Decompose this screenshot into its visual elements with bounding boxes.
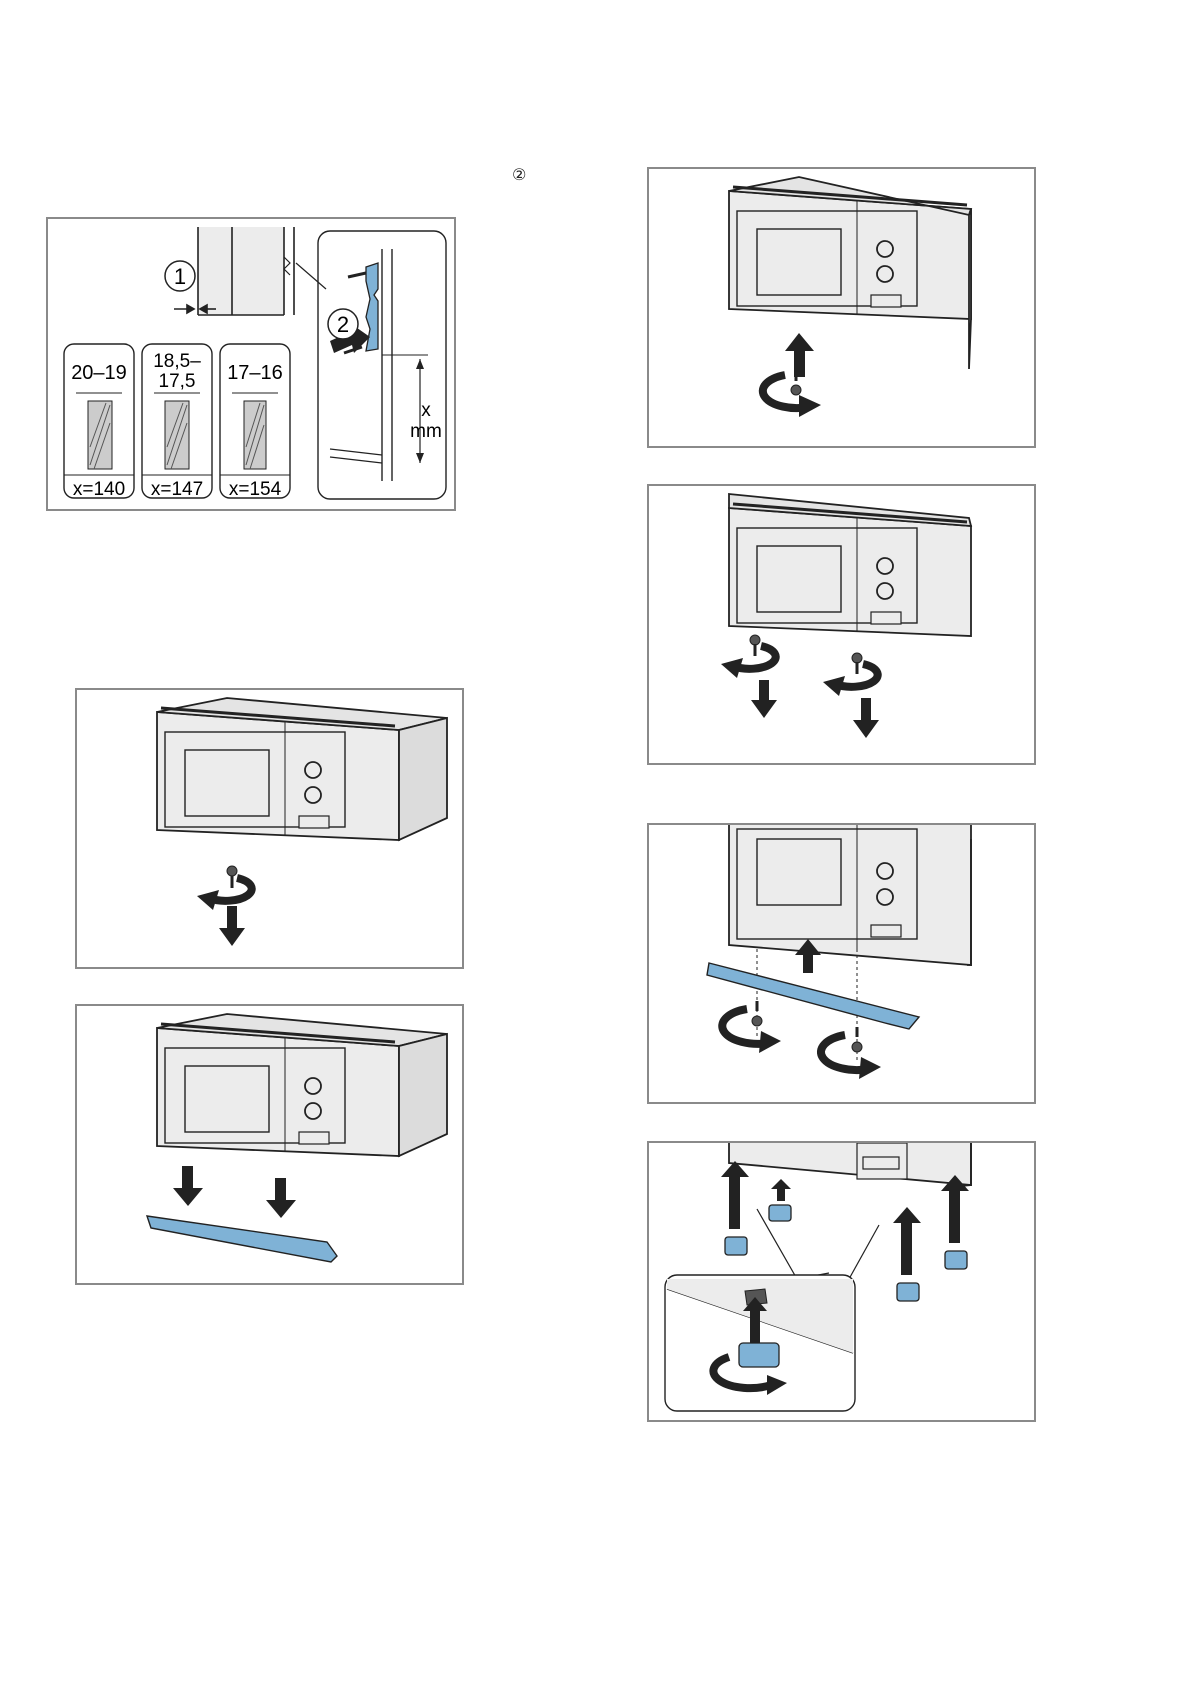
svg-text:x=147: x=147 bbox=[151, 479, 203, 500]
profile-panel-3: 17–16 x=154 bbox=[220, 344, 290, 500]
up-arrow-icon bbox=[785, 333, 814, 377]
microwave-illustration bbox=[157, 1014, 447, 1156]
svg-text:mm: mm bbox=[410, 421, 442, 442]
rotate-arrow-icon bbox=[821, 1035, 881, 1079]
up-arrow-icon bbox=[893, 1207, 921, 1275]
microwave-illustration bbox=[157, 698, 447, 840]
up-arrow-icon bbox=[721, 1161, 749, 1229]
rotate-arrow-icon bbox=[823, 664, 878, 696]
rotate-arrow-icon bbox=[721, 646, 776, 678]
figure-remove-two-screws bbox=[647, 484, 1036, 765]
screw-icon bbox=[750, 635, 760, 656]
rotate-arrow-icon bbox=[763, 375, 821, 417]
svg-text:17–16: 17–16 bbox=[227, 362, 283, 384]
profile-panel-2: 18,5– 17,5 x=147 bbox=[142, 344, 212, 500]
figure-remove-bracket bbox=[75, 1004, 464, 1285]
profile-panel-1: 20–19 x=140 bbox=[64, 344, 134, 500]
svg-text:x=154: x=154 bbox=[229, 479, 282, 500]
rotate-arrow-icon bbox=[722, 1009, 781, 1053]
figure-mounting-dimensions: 1 20–19 x=140 18,5– 17,5 x=147 17–16 bbox=[46, 217, 456, 511]
figure-attach-bracket bbox=[647, 823, 1036, 1104]
foot-detail-panel bbox=[665, 1275, 855, 1411]
down-arrow-icon bbox=[853, 698, 879, 738]
figure-remove-front-screw bbox=[75, 688, 464, 969]
up-arrow-icon bbox=[771, 1179, 791, 1201]
screw-icon bbox=[227, 866, 237, 888]
svg-text:17,5: 17,5 bbox=[159, 371, 196, 392]
callout-2: 2 bbox=[328, 309, 358, 339]
svg-text:20–19: 20–19 bbox=[71, 362, 127, 384]
svg-text:2: 2 bbox=[337, 312, 349, 337]
microwave-illustration bbox=[729, 1143, 971, 1187]
step-marker: ② bbox=[512, 165, 526, 184]
svg-text:x=140: x=140 bbox=[73, 479, 125, 500]
down-arrow-icon bbox=[751, 680, 777, 718]
screw-icon bbox=[852, 653, 862, 674]
microwave-illustration bbox=[729, 494, 971, 636]
svg-text:18,5–: 18,5– bbox=[153, 351, 201, 372]
callout-1: 1 bbox=[165, 261, 195, 291]
figure-attach-feet bbox=[647, 1141, 1036, 1422]
microwave-illustration bbox=[729, 825, 971, 965]
down-arrow-icon bbox=[219, 906, 245, 946]
rotate-arrow-icon bbox=[197, 878, 252, 910]
down-arrow-icon bbox=[173, 1166, 203, 1206]
mounting-bracket bbox=[147, 1216, 337, 1262]
figure-insert-screw bbox=[647, 167, 1036, 448]
screw-icon bbox=[752, 1001, 762, 1026]
bracket-detail-panel: x mm bbox=[296, 231, 446, 499]
svg-text:x: x bbox=[421, 400, 431, 421]
microwave-illustration bbox=[729, 177, 971, 369]
svg-text:1: 1 bbox=[174, 264, 186, 289]
down-arrow-icon bbox=[266, 1178, 296, 1218]
